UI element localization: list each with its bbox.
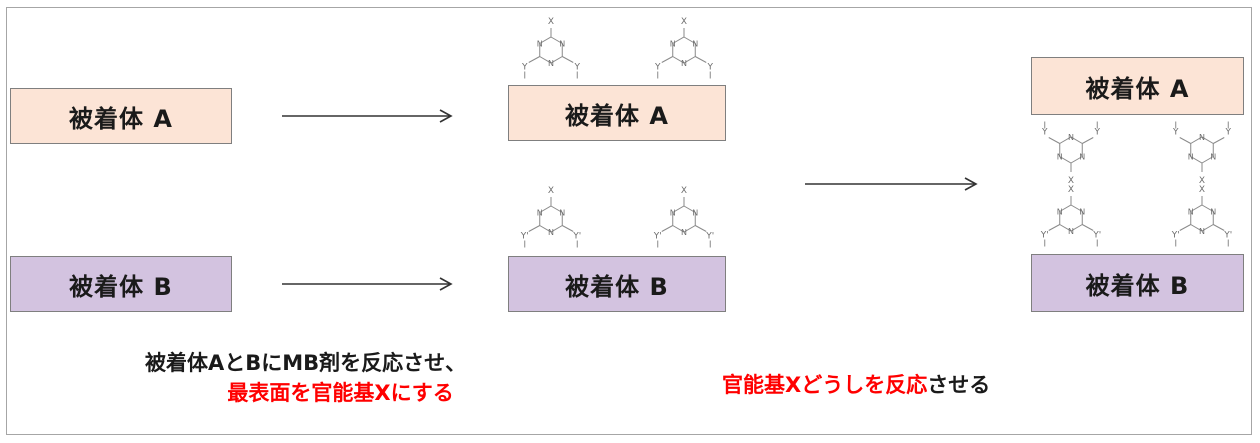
molecule-b-right-1: N N N X Y' Y' [1040, 185, 1101, 247]
ring-n-label: N [1199, 133, 1205, 142]
group-y-label: Y [1041, 128, 1048, 138]
ring-n-label: N [670, 40, 676, 49]
ring-n-label: N [1057, 208, 1063, 217]
group-y-label: Y' [572, 232, 581, 242]
ring-n-label: N [1188, 208, 1194, 217]
molecule-a-mid-2: N N N X Y Y [654, 17, 714, 79]
group-y-label: Y' [1171, 231, 1180, 241]
substrate-b-left: 被着体 B [10, 256, 232, 312]
caption-right: 官能基Xどうしを反応させる [722, 370, 990, 400]
ring-n-label: N [548, 228, 554, 237]
group-y-label: Y' [520, 232, 529, 242]
group-x-label: X [548, 186, 554, 196]
group-x-label: X [1199, 185, 1205, 195]
caption-right-black: させる [927, 373, 991, 397]
group-y-label: Y [654, 63, 661, 73]
molecule-a-mid-1: N N N X Y Y [521, 17, 581, 79]
group-y-label: Y' [653, 232, 662, 242]
substrate-b-right: 被着体 B [1031, 254, 1244, 312]
caption-left-line1: 被着体AとBにMB剤を反応させ、 [145, 351, 467, 375]
group-y-label: Y' [1040, 231, 1049, 241]
molecule-a-right-1: N N N X Y Y [1041, 121, 1101, 186]
group-y-label: Y [1225, 128, 1232, 138]
substrate-a-middle: 被着体 A [508, 85, 726, 141]
arrow-b [282, 277, 453, 291]
ring-n-label: N [681, 228, 687, 237]
ring-n-label: N [559, 209, 565, 218]
ring-n-label: N [1057, 153, 1063, 162]
ring-n-label: N [1188, 153, 1194, 162]
caption-left-line2: 最表面を官能基Xにする [227, 381, 454, 405]
ring-n-label: N [1210, 208, 1216, 217]
substrate-a-right: 被着体 A [1031, 57, 1244, 115]
group-y-label: Y' [1092, 231, 1101, 241]
substrate-b-middle: 被着体 B [508, 256, 726, 312]
group-x-label: X [1068, 176, 1074, 186]
group-y-label: Y [707, 63, 714, 73]
group-y-label: Y [1094, 128, 1101, 138]
ring-n-label: N [1199, 227, 1205, 236]
group-y-label: Y' [1223, 231, 1232, 241]
molecule-b-mid-1: N N N X Y' Y' [520, 186, 581, 248]
ring-n-label: N [537, 209, 543, 218]
group-x-label: X [681, 186, 687, 196]
substrate-a-left: 被着体 A [10, 88, 232, 144]
molecule-b-right-2: N N N X Y' Y' [1171, 185, 1232, 247]
molecule-a-right-2: N N N X Y Y [1172, 121, 1232, 186]
caption-right-red: 官能基Xどうしを反応 [722, 373, 928, 397]
ring-n-label: N [670, 209, 676, 218]
ring-n-label: N [537, 40, 543, 49]
group-y-label: Y [574, 63, 581, 73]
ring-n-label: N [548, 59, 554, 68]
group-x-label: X [548, 17, 554, 27]
caption-left: 被着体AとBにMB剤を反応させ、 最表面を官能基Xにする [145, 348, 466, 408]
ring-n-label: N [692, 209, 698, 218]
group-y-label: Y [521, 63, 528, 73]
ring-n-label: N [559, 40, 565, 49]
group-x-label: X [681, 17, 687, 27]
ring-n-label: N [1068, 227, 1074, 236]
ring-n-label: N [692, 40, 698, 49]
ring-n-label: N [1079, 153, 1085, 162]
group-y-label: Y' [705, 232, 714, 242]
group-x-label: X [1199, 176, 1205, 186]
group-x-label: X [1068, 185, 1074, 195]
arrow-react [805, 177, 978, 191]
molecule-b-mid-2: N N N X Y' Y' [653, 186, 714, 248]
ring-n-label: N [1079, 208, 1085, 217]
ring-n-label: N [681, 59, 687, 68]
ring-n-label: N [1068, 133, 1074, 142]
group-y-label: Y [1172, 128, 1179, 138]
ring-n-label: N [1210, 153, 1216, 162]
arrow-a [282, 109, 453, 123]
